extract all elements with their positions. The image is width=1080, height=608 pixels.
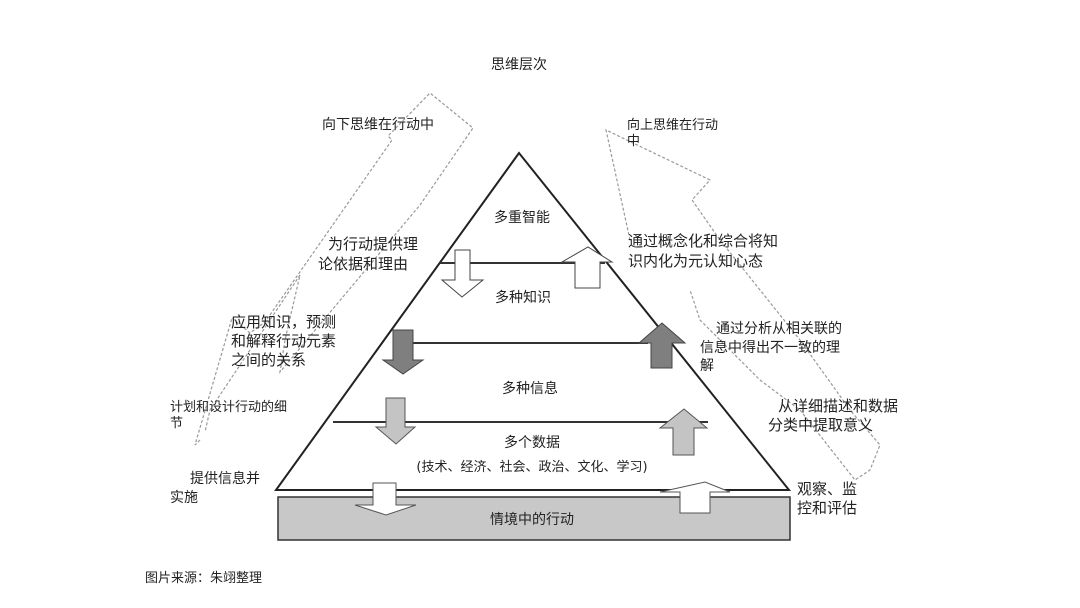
downward-step: 实施 — [170, 490, 198, 506]
downward-label: 向下思维在行动中 — [322, 117, 434, 133]
up-arrow-icon — [659, 481, 731, 514]
source-caption: 图片来源：朱翊整理 — [145, 571, 263, 586]
upward-step: 信息中得出不一致的理 — [700, 340, 840, 356]
upward-label: 中 — [627, 134, 641, 149]
downward-step: 应用知识，预测 — [231, 313, 337, 331]
down-arrow-icon — [440, 249, 485, 298]
upward-step: 控和评估 — [797, 499, 858, 517]
diagram-title: 思维层次 — [491, 57, 547, 73]
level-label: 多个数据 — [504, 435, 560, 451]
downward-step: 为行动提供理 — [328, 235, 419, 253]
upward-step: 解 — [700, 358, 714, 374]
downward-step: 提供信息并 — [190, 471, 260, 487]
down-arrow-icon — [354, 482, 417, 516]
up-arrow-icon — [637, 322, 687, 369]
downward-step: 论依据和理由 — [318, 255, 409, 273]
upward-thinking-arrow-outline — [605, 128, 881, 481]
upward-step: 分类中提取意义 — [768, 416, 874, 434]
upward-step: 观察、监 — [797, 480, 858, 498]
down-arrow-icon — [374, 397, 417, 445]
up-arrow-icon — [560, 246, 614, 289]
upward-step: 识内化为元认知心态 — [628, 252, 764, 270]
upward-step: 通过概念化和综合将知 — [628, 232, 779, 250]
downward-step: 节 — [170, 416, 184, 431]
downward-step: 和解释行动元素 — [231, 332, 337, 350]
upward-step: 从详细描述和数据 — [778, 397, 899, 415]
upward-label: 向上思维在行动 — [627, 118, 719, 133]
level-label: 多种知识 — [495, 290, 551, 306]
down-arrow-icon — [381, 329, 425, 375]
base-label: 情境中的行动 — [490, 512, 574, 528]
level-label: 多重智能 — [494, 210, 550, 226]
up-arrow-icon — [658, 408, 709, 456]
downward-step: 之间的关系 — [231, 351, 307, 369]
downward-thinking-arrow-outline — [194, 92, 474, 446]
downward-step: 计划和设计行动的细 — [170, 400, 288, 415]
level-label: 多种信息 — [502, 381, 558, 397]
upward-step: 通过分析从相关联的 — [716, 321, 842, 337]
level-sublabel: (技术、经济、社会、政治、文化、学习) — [416, 460, 648, 475]
